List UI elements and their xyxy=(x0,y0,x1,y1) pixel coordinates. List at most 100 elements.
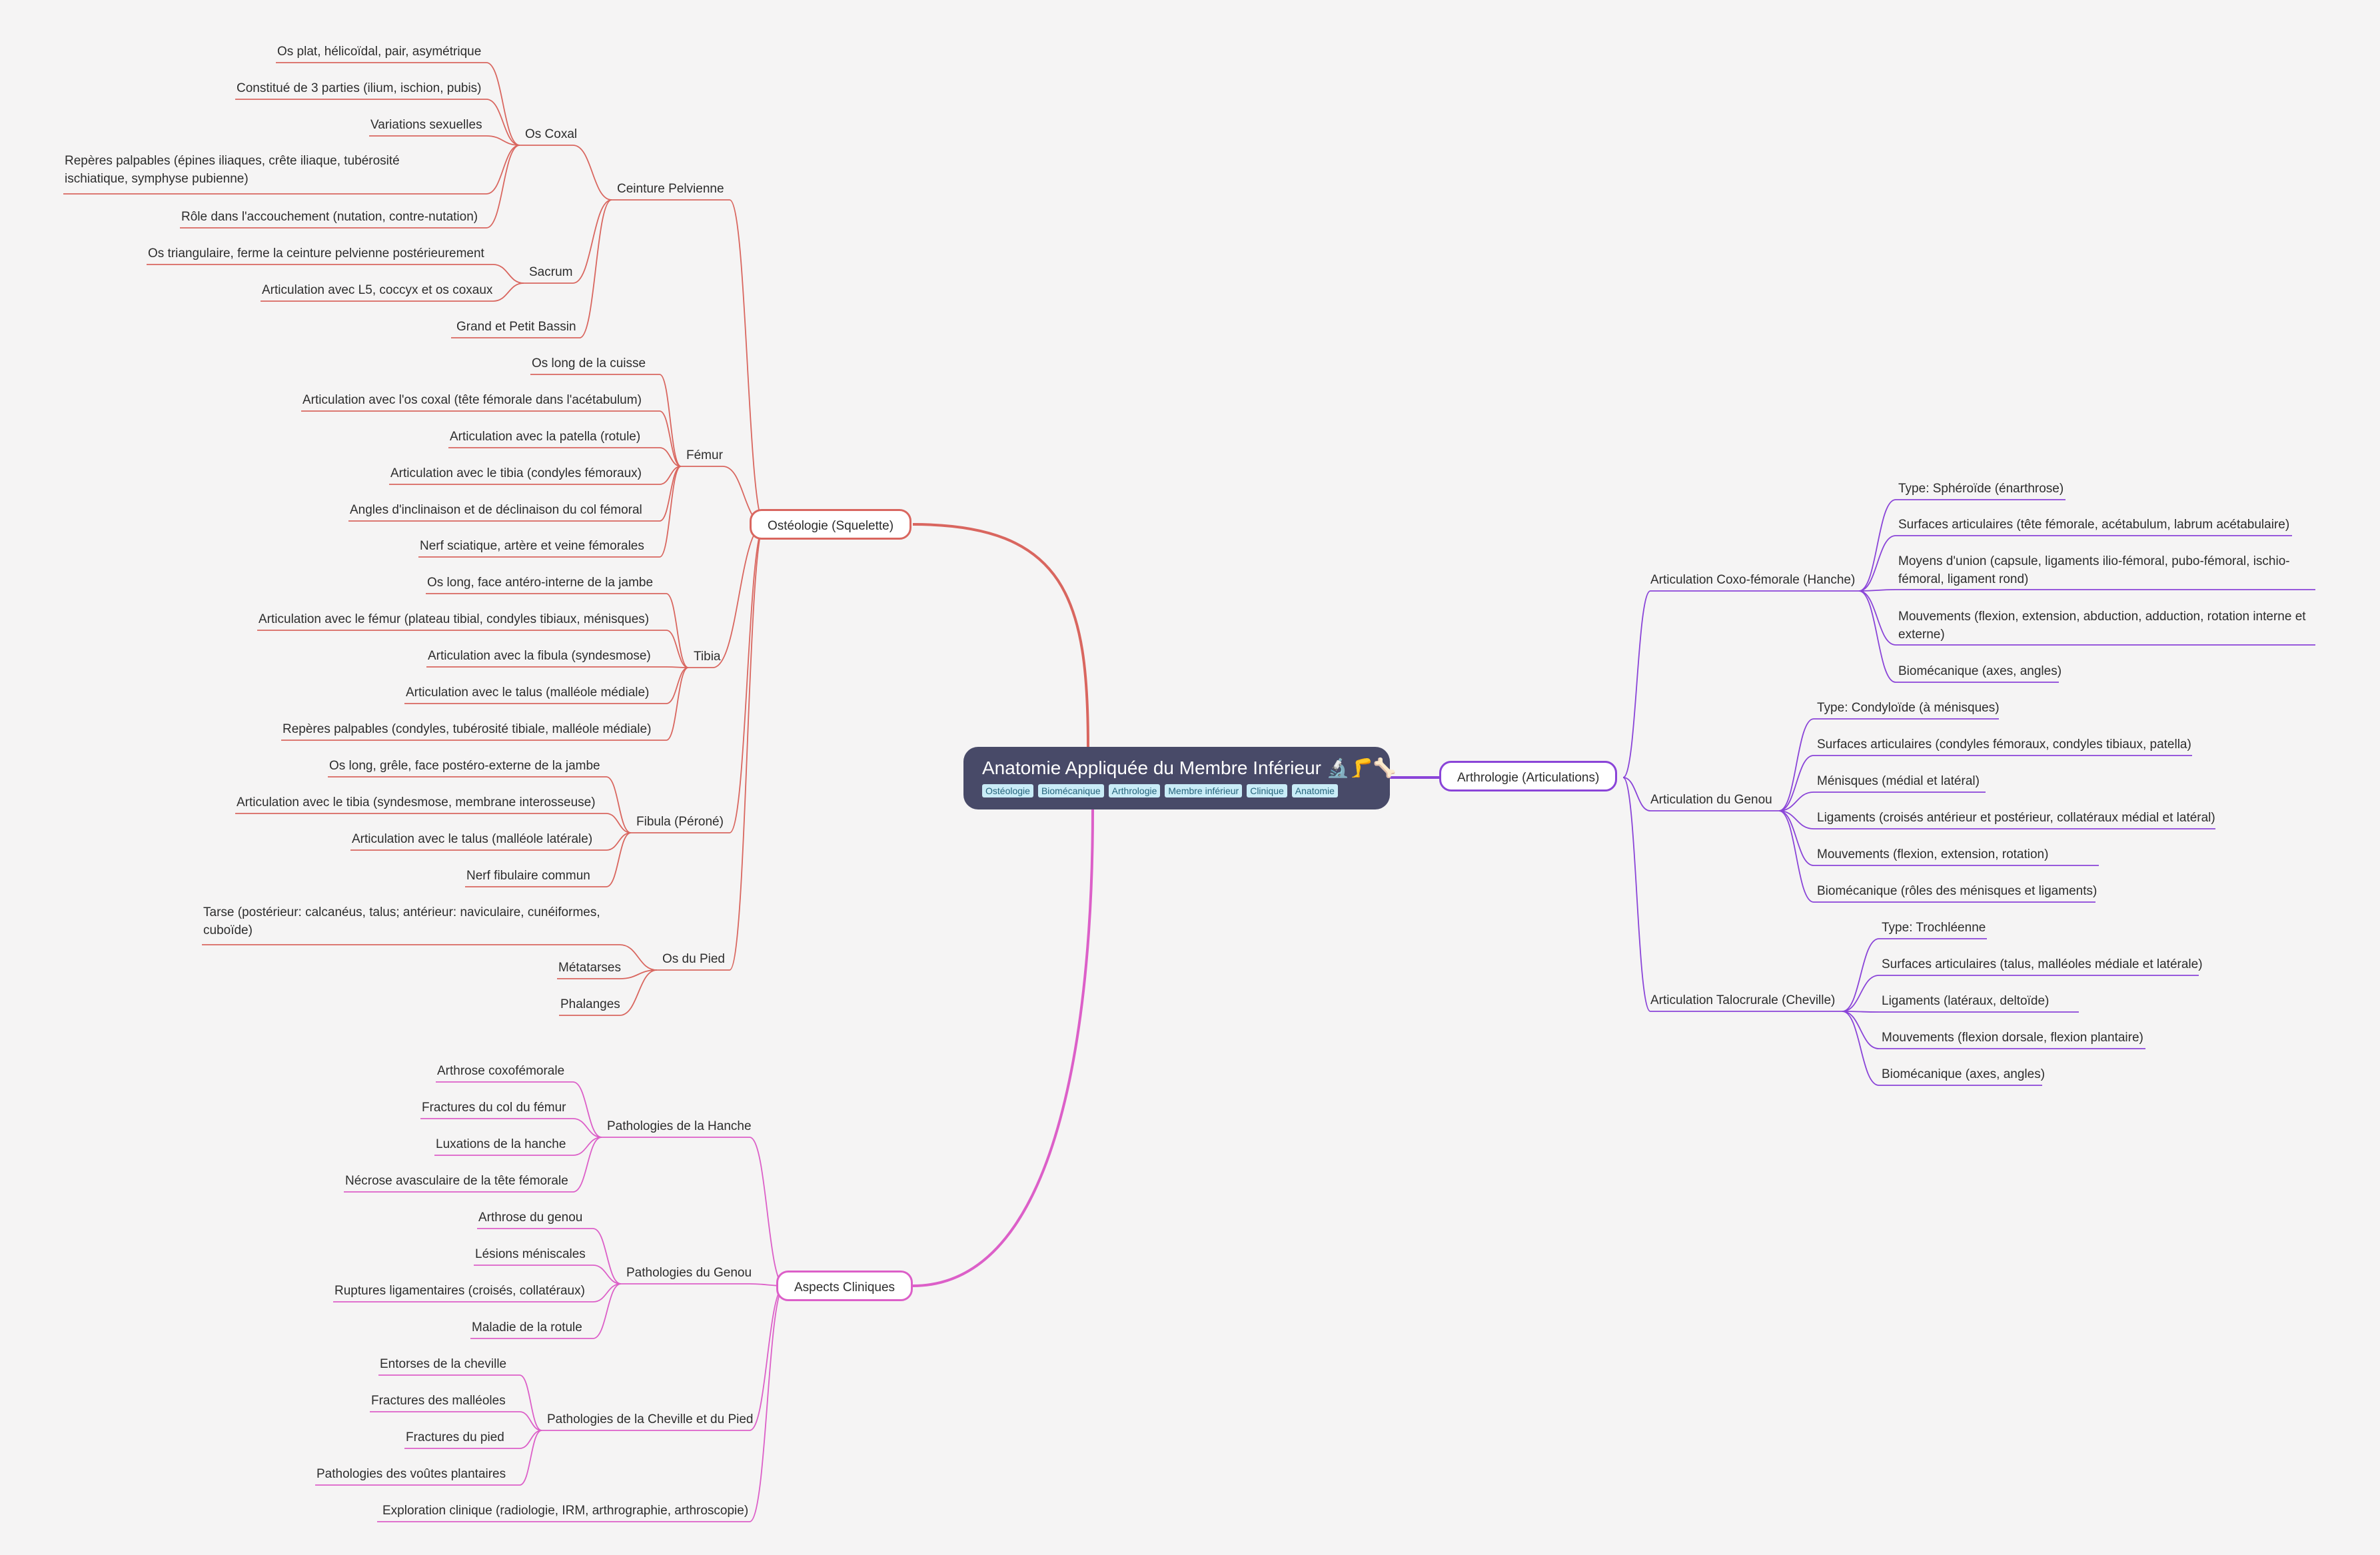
leaf-item[interactable]: Repères palpables (épines iliaques, crêt… xyxy=(65,154,400,186)
topic-femur[interactable]: Fémur xyxy=(686,448,723,462)
leaf-item[interactable]: Variations sexuelles xyxy=(370,118,482,132)
leaf-item[interactable]: Type: Condyloïde (à ménisques) xyxy=(1817,701,2000,715)
leaf-exploration-clinique[interactable]: Exploration clinique (radiologie, IRM, a… xyxy=(382,1504,749,1518)
leaf-item[interactable]: Surfaces articulaires (tête fémorale, ac… xyxy=(1898,518,2290,532)
leaf-item[interactable]: Biomécanique (axes, angles) xyxy=(1882,1067,2046,1081)
leaf-item[interactable]: Os long, face antéro-interne de la jambe xyxy=(427,576,654,590)
leaf-item[interactable]: Mouvements (flexion, extension, rotation… xyxy=(1817,847,2049,861)
topic-articulation-hanche[interactable]: Articulation Coxo-fémorale (Hanche) xyxy=(1650,573,1856,587)
tag-biomecanique[interactable]: Biomécanique xyxy=(1037,784,1104,797)
connector-line xyxy=(572,1137,602,1156)
tag-osteologie[interactable]: Ostéologie xyxy=(982,784,1033,797)
connector-line xyxy=(606,776,632,833)
connector-line xyxy=(486,62,520,146)
branch-aspects-cliniques[interactable]: Aspects Cliniques xyxy=(776,1271,913,1301)
branch-arthrologie[interactable]: Arthrologie (Articulations) xyxy=(1439,761,1618,791)
connector-line xyxy=(666,666,689,668)
leaf-item[interactable]: Mouvements (flexion, extension, abductio… xyxy=(1898,610,2306,642)
topic-pathologies-cheville-pied[interactable]: Pathologies de la Cheville et du Pied xyxy=(547,1412,754,1426)
leaf-item[interactable]: Lésions méniscales xyxy=(475,1247,586,1261)
leaf-item[interactable]: Surfaces articulaires (talus, malléoles … xyxy=(1882,957,2203,971)
connector-line xyxy=(666,593,689,668)
connector-line xyxy=(486,145,520,229)
leaf-item[interactable]: Mouvements (flexion dorsale, flexion pla… xyxy=(1882,1031,2143,1045)
connector-line xyxy=(592,1283,622,1302)
leaf-item[interactable]: Ligaments (croisés antérieur et postérie… xyxy=(1817,811,2215,825)
leaf-item[interactable]: Nécrose avasculaire de la tête fémorale xyxy=(345,1174,568,1188)
tag-anatomie[interactable]: Anatomie xyxy=(1291,784,1338,797)
connector-line xyxy=(1778,718,1814,811)
connector-line xyxy=(486,99,520,146)
leaf-item[interactable]: Type: Sphéroïde (énarthrose) xyxy=(1898,482,2064,496)
leaf-item[interactable]: Biomécanique (rôles des ménisques et lig… xyxy=(1817,884,2097,898)
central-topic[interactable]: Anatomie Appliquée du Membre Inférieur 🔬… xyxy=(963,747,1396,809)
leaf-item[interactable]: Articulation avec le talus (malléole lat… xyxy=(352,832,593,846)
leaf-item[interactable]: Phalanges xyxy=(560,997,620,1011)
connector-line xyxy=(1858,590,1896,646)
leaf-item[interactable]: Os long, grêle, face postéro-externe de … xyxy=(329,759,600,773)
leaf-item[interactable]: Biomécanique (axes, angles) xyxy=(1898,664,2062,678)
leaf-item[interactable]: Entorses de la cheville xyxy=(380,1357,507,1371)
connector-line xyxy=(659,466,682,558)
leaf-item[interactable]: Articulation avec la fibula (syndesmose) xyxy=(428,649,651,663)
leaf-item[interactable]: Fractures du col du fémur xyxy=(422,1101,566,1115)
connector-line xyxy=(519,1411,542,1431)
connector-line xyxy=(1622,590,1651,778)
connector-line xyxy=(666,667,689,704)
leaf-item[interactable]: Ligaments (latéraux, deltoïde) xyxy=(1882,994,2050,1008)
connector-line xyxy=(592,1228,622,1285)
leaf-item[interactable]: Ruptures ligamentaires (croisés, collaté… xyxy=(334,1284,585,1298)
leaf-item[interactable]: Arthrose coxofémorale xyxy=(437,1064,565,1078)
topic-ceinture-pelvienne[interactable]: Ceinture Pelvienne xyxy=(617,182,724,196)
leaf-item[interactable]: Pathologies des voûtes plantaires xyxy=(316,1467,506,1481)
topic-pathologies-genou[interactable]: Pathologies du Genou xyxy=(626,1266,752,1280)
leaf-item[interactable]: Articulation avec L5, coccyx et os coxau… xyxy=(262,283,493,297)
topic-os-du-pied[interactable]: Os du Pied xyxy=(662,952,725,966)
leaf-item[interactable]: Os triangulaire, ferme la ceinture pelvi… xyxy=(148,247,484,260)
tag-arthrologie[interactable]: Arthrologie xyxy=(1108,784,1161,797)
leaf-item[interactable]: Articulation avec la patella (rotule) xyxy=(450,430,641,444)
leaf-item[interactable]: Os long de la cuisse xyxy=(532,356,646,370)
topic-fibula[interactable]: Fibula (Péroné) xyxy=(636,815,724,829)
tag-membre-inferieur[interactable]: Membre inférieur xyxy=(1165,784,1243,797)
connector-line xyxy=(486,145,520,195)
connector-line xyxy=(572,1118,602,1138)
leaf-item[interactable]: Articulation avec le fémur (plateau tibi… xyxy=(259,612,650,626)
topic-articulation-cheville[interactable]: Articulation Talocrurale (Cheville) xyxy=(1650,993,1836,1007)
topic-os-coxal[interactable]: Os Coxal xyxy=(525,127,578,141)
connector-line xyxy=(592,1283,622,1339)
topic-sacrum[interactable]: Sacrum xyxy=(529,265,573,279)
topic-pathologies-hanche[interactable]: Pathologies de la Hanche xyxy=(607,1119,752,1133)
leaf-item[interactable]: Articulation avec le tibia (syndesmose, … xyxy=(237,795,596,809)
topic-tibia[interactable]: Tibia xyxy=(694,650,721,664)
tag-clinique[interactable]: Clinique xyxy=(1247,784,1287,797)
leaf-item[interactable]: Articulation avec le tibia (condyles fém… xyxy=(390,466,642,480)
leaf-item[interactable]: Articulation avec le talus (malléole méd… xyxy=(406,686,650,700)
leaf-item[interactable]: Repères palpables (condyles, tubérosité … xyxy=(283,722,652,736)
leaf-item[interactable]: Constitué de 3 parties (ilium, ischion, … xyxy=(237,81,482,95)
leaf-item[interactable]: Luxations de la hanche xyxy=(436,1137,566,1151)
leaf-item[interactable]: Rôle dans l'accouchement (nutation, cont… xyxy=(181,210,478,224)
branch-osteologie[interactable]: Ostéologie (Squelette) xyxy=(750,509,912,540)
connector-line xyxy=(666,630,689,668)
leaf-item[interactable]: Nerf sciatique, artère et veine fémorale… xyxy=(420,539,644,553)
leaf-item[interactable]: Articulation avec l'os coxal (tête fémor… xyxy=(302,393,642,407)
connector-line xyxy=(1858,590,1896,683)
leaf-item[interactable]: Os plat, hélicoïdal, pair, asymétrique xyxy=(277,45,482,59)
connector-line xyxy=(1858,499,1896,592)
leaf-item[interactable]: Fractures du pied xyxy=(406,1430,504,1444)
leaf-item[interactable]: Type: Trochléenne xyxy=(1882,921,1986,935)
leaf-item[interactable]: Nerf fibulaire commun xyxy=(466,869,590,883)
leaf-item[interactable]: Fractures des malléoles xyxy=(371,1394,506,1408)
leaf-item[interactable]: Maladie de la rotule xyxy=(472,1320,582,1334)
connector-line xyxy=(659,447,682,467)
topic-articulation-genou[interactable]: Articulation du Genou xyxy=(1650,793,1772,807)
leaf-item[interactable]: Angles d'inclinaison et de déclinaison d… xyxy=(350,503,642,517)
leaf-item[interactable]: Moyens d'union (capsule, ligaments ilio-… xyxy=(1898,554,2290,586)
leaf-item[interactable]: Métatarses xyxy=(558,961,621,975)
leaf-grand-petit-bassin[interactable]: Grand et Petit Bassin xyxy=(456,320,576,334)
leaf-item[interactable]: Tarse (postérieur: calcanéus, talus; ant… xyxy=(203,905,600,937)
leaf-item[interactable]: Ménisques (médial et latéral) xyxy=(1817,774,1980,788)
leaf-item[interactable]: Arthrose du genou xyxy=(478,1211,583,1225)
leaf-item[interactable]: Surfaces articulaires (condyles fémoraux… xyxy=(1817,738,2191,752)
